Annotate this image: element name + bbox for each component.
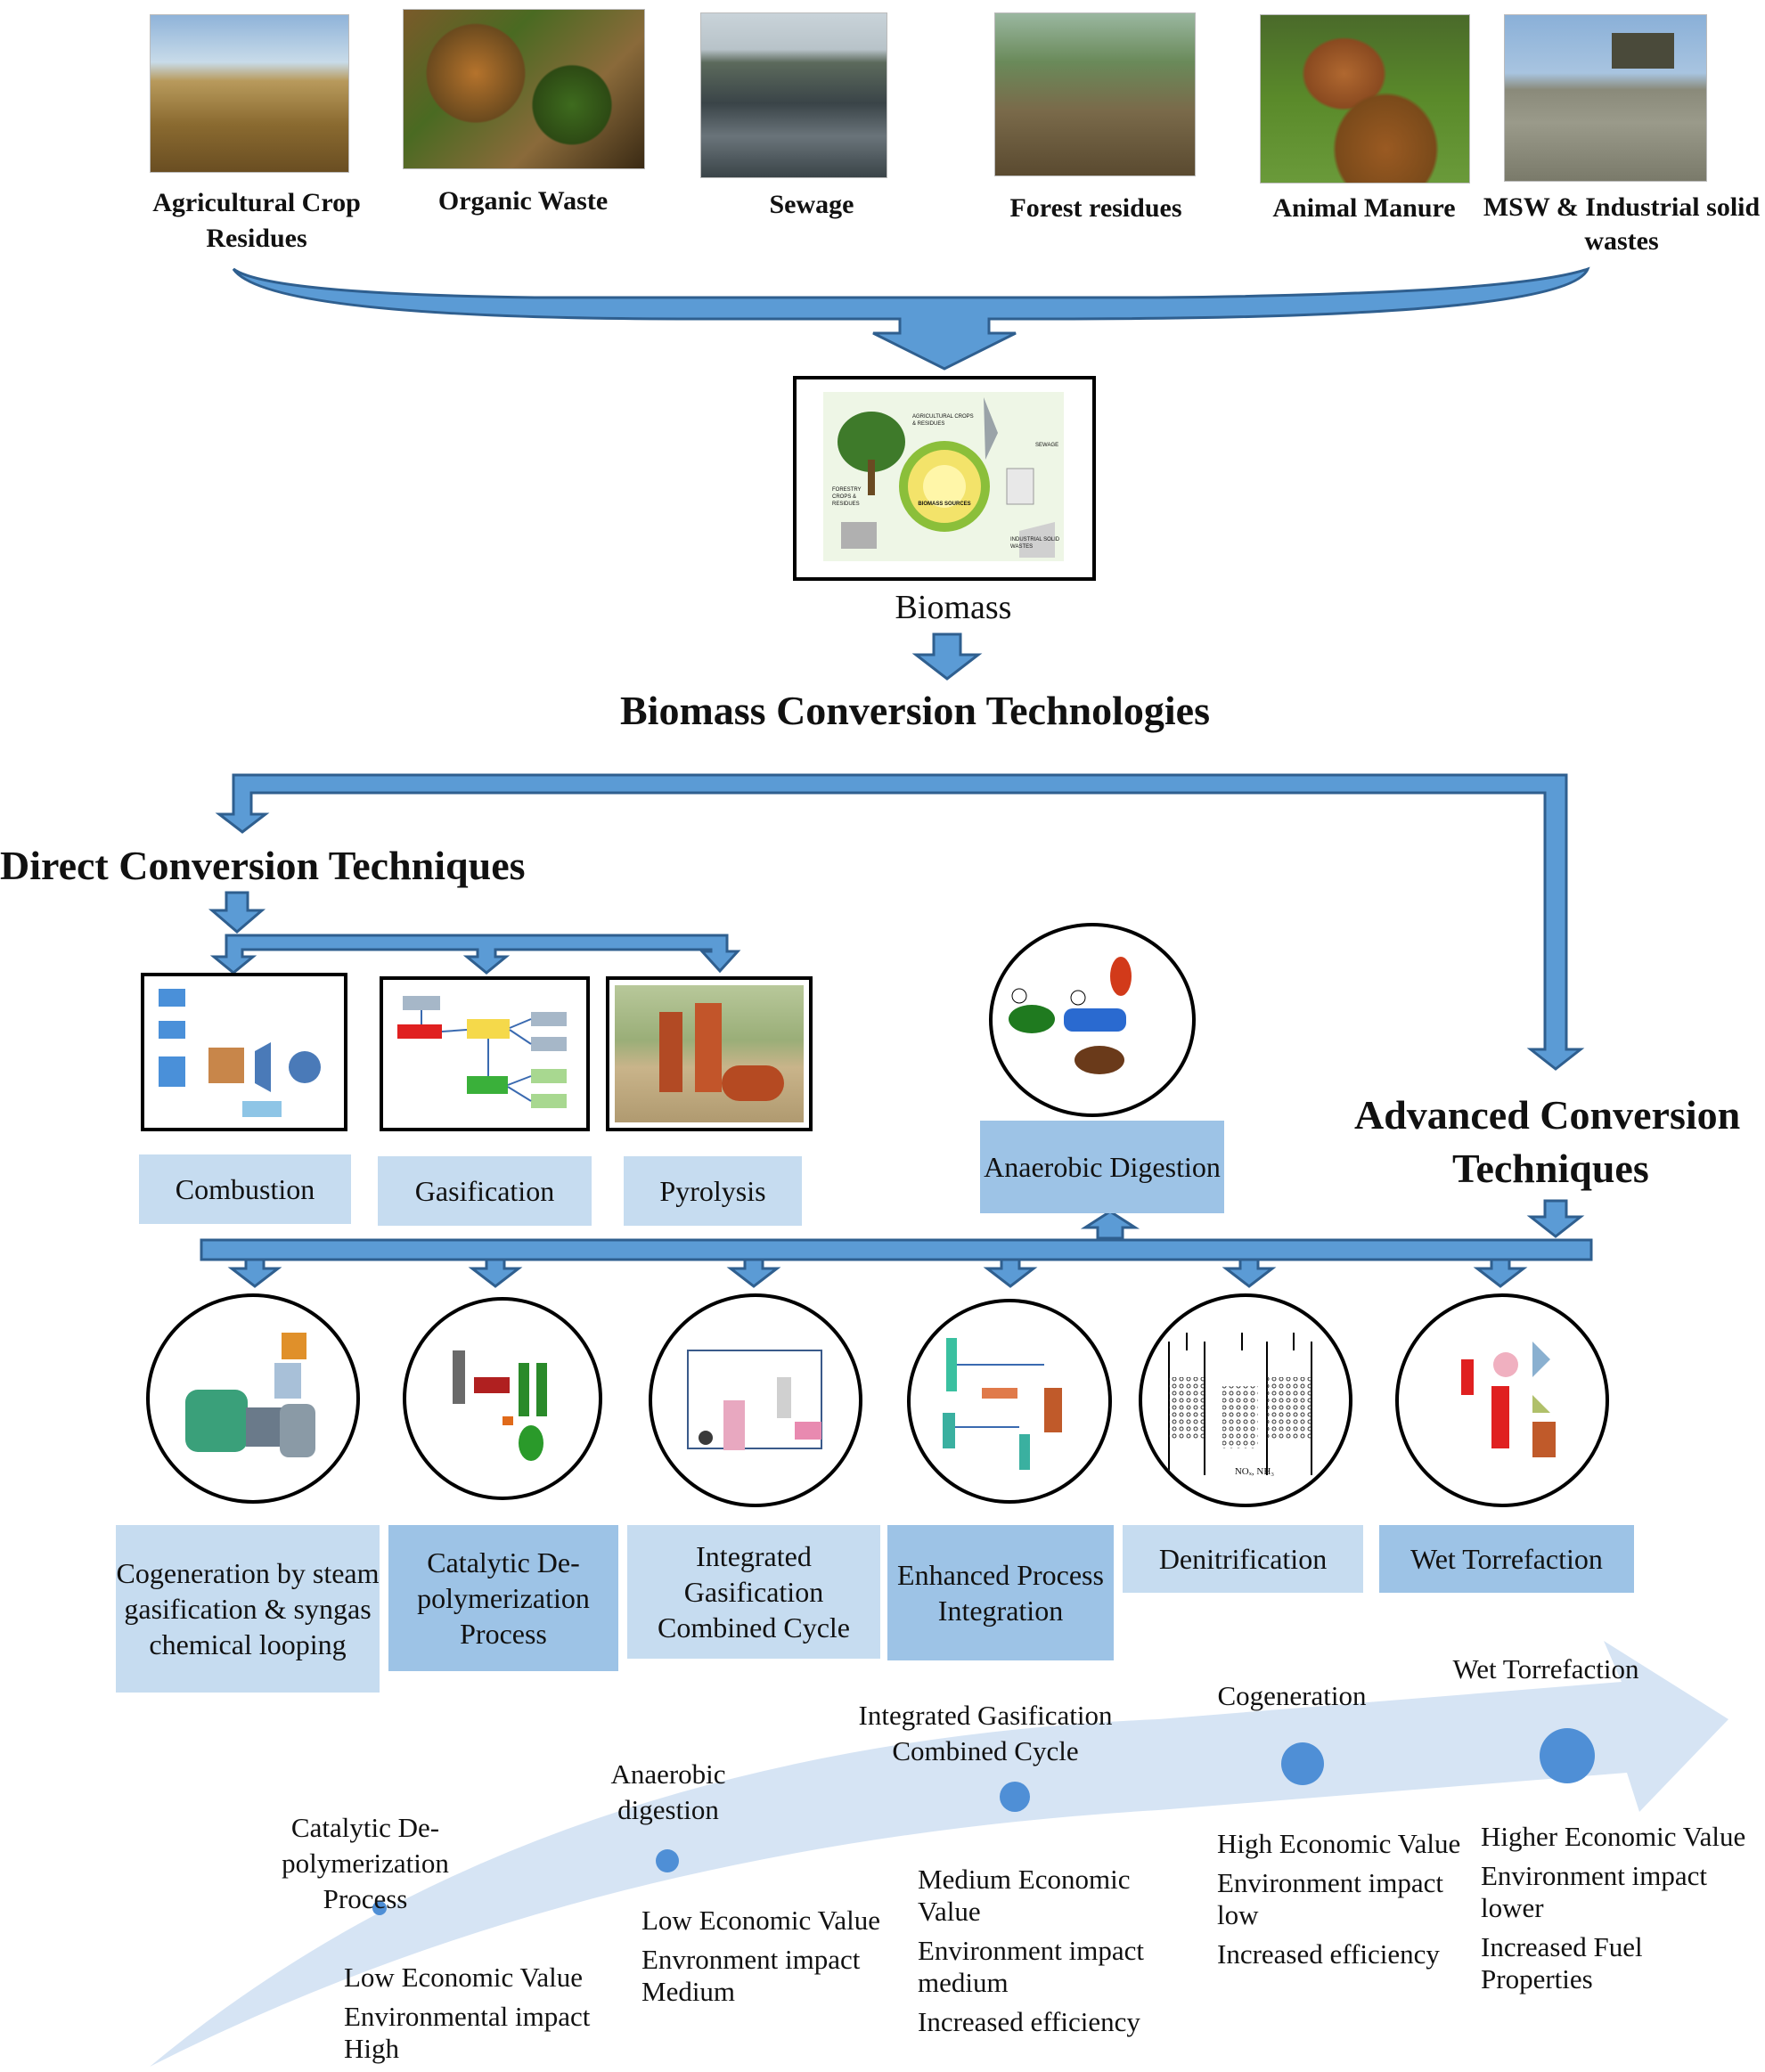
- enhanced-process-integration-label: Enhanced Process Integration: [887, 1525, 1114, 1660]
- anaerobic-up-arrow: [1080, 1210, 1140, 1240]
- inset-label-center: BIOMASS SOURCES: [918, 502, 971, 507]
- wet-torrefaction-diagram: [1461, 1342, 1556, 1457]
- advanced-down-arrow: [1526, 1199, 1585, 1238]
- timeline-desc-wet-torrefaction: Higher Economic Value Environment impact…: [1481, 1821, 1748, 2003]
- timeline-label-catalytic: Catalytic De-polymerization Process: [282, 1812, 449, 1914]
- inset-label-right: SEWAGE: [1035, 443, 1059, 448]
- catalytic-depolymerization-inset: [403, 1297, 602, 1500]
- timeline-desc-igcc-line: Medium Economic Value: [918, 1864, 1131, 1927]
- page-title: Biomass Conversion Technologies: [620, 688, 1210, 733]
- gasification-inset-frame: [380, 976, 590, 1131]
- timeline-label-anaerobic: Anaerobic digestion: [610, 1758, 726, 1825]
- timeline-desc-wet-torrefaction-line: Environment impact lower: [1481, 1860, 1707, 1923]
- timeline-dot-4: [1281, 1742, 1324, 1785]
- forest-residues-image: [994, 12, 1196, 176]
- timeline-band: [150, 1641, 1728, 2067]
- igcc-inset: [649, 1293, 862, 1507]
- timeline-desc-catalytic: Low Economic Value Environmental impact …: [344, 1962, 629, 2072]
- direct-distribution-bar: [209, 934, 741, 975]
- source-label-organic-waste: Organic Waste: [437, 186, 609, 216]
- catalytic-depolymerization-label: Catalytic De-polymerization Process: [388, 1525, 618, 1671]
- biomass-label: Biomass: [895, 589, 1012, 626]
- igcc-process-diagram: [687, 1350, 822, 1450]
- anaerobic-digestion-inset: [989, 923, 1196, 1117]
- timeline-desc-anaerobic-line: Low Economic Value: [641, 1905, 881, 1936]
- wet-torrefaction-label: Wet Torrefaction: [1379, 1525, 1634, 1593]
- source-label-msw: MSW & Industrial solid wastes: [1483, 192, 1761, 256]
- biomass-sources-diagram: [823, 392, 1064, 561]
- msw-landfill-image: [1504, 14, 1707, 182]
- timeline-desc-igcc-line: Environment impact medium: [918, 1935, 1144, 1998]
- biomass-inset-frame: BIOMASS SOURCES AGRICULTURAL CROPS & RES…: [793, 376, 1096, 581]
- timeline-desc-cogeneration-line: High Economic Value: [1217, 1828, 1461, 1859]
- advanced-heading-line2: Techniques: [1452, 1146, 1649, 1191]
- source-label-forest: Forest residues: [1009, 193, 1182, 223]
- timeline-desc-wet-torrefaction-line: Increased Fuel Properties: [1481, 1931, 1643, 1995]
- timeline-desc-catalytic-line: Environmental impact High: [344, 2001, 591, 2064]
- pyrolysis-inset-frame: [606, 976, 813, 1131]
- timeline-desc-catalytic-line: Low Economic Value: [344, 1962, 584, 1993]
- timeline-desc-anaerobic: Low Economic Value Envronment impact Med…: [641, 1905, 909, 2015]
- inset-label-left: FORESTRY CROPS & RESIDUES: [832, 487, 862, 507]
- inset-label-bottom-right: INDUSTRIAL SOLID WASTES: [1010, 537, 1060, 550]
- cogeneration-process-diagram: [185, 1333, 315, 1457]
- biomass-down-arrow: [911, 632, 983, 681]
- denitrification-inset-label: NOₓ, NH₃: [1234, 1466, 1275, 1477]
- enhanced-process-integration-diagram: [943, 1338, 1062, 1470]
- agricultural-residues-image: [150, 14, 349, 173]
- enhanced-process-integration-inset: [907, 1299, 1112, 1504]
- timeline-label-cogeneration: Cogeneration: [1217, 1680, 1367, 1711]
- bulldozer-shape: [1612, 33, 1674, 69]
- advanced-down-arrows: [227, 1258, 1528, 1288]
- combustion-flow-diagram: [159, 989, 321, 1117]
- gasification-label: Gasification: [378, 1156, 592, 1226]
- pyrolysis-label: Pyrolysis: [624, 1156, 802, 1226]
- gasification-flow-diagram: [397, 996, 567, 1108]
- combustion-inset-frame: [141, 973, 347, 1131]
- timeline-desc-igcc-line: Increased efficiency: [918, 2006, 1140, 2037]
- denitrification-inset: NOₓ, NH₃: [1139, 1293, 1352, 1507]
- timeline-dot-5: [1540, 1728, 1595, 1783]
- timeline-label-igcc: Integrated Gasification Combined Cycle: [858, 1700, 1113, 1766]
- advanced-heading-line1: Advanced Conversion: [1354, 1092, 1741, 1138]
- combustion-label: Combustion: [139, 1154, 351, 1224]
- source-label-sewage: Sewage: [769, 190, 854, 219]
- inset-label-top: AGRICULTURAL CROPS & RESIDUES: [912, 414, 974, 427]
- wet-torrefaction-inset: [1395, 1293, 1609, 1507]
- source-label-agricultural: Agricultural Crop Residues: [152, 188, 361, 253]
- cogeneration-label: Cogeneration by steam gasification & syn…: [116, 1525, 380, 1693]
- timeline-desc-cogeneration: High Economic Value Environment impact l…: [1217, 1828, 1475, 1978]
- anaerobic-digestion-diagram: [1009, 957, 1132, 1074]
- direct-down-arrow: [208, 891, 266, 934]
- catalytic-depolymerization-diagram: [453, 1350, 547, 1461]
- anaerobic-digestion-label: Anaerobic Digestion: [980, 1121, 1224, 1213]
- timeline-label-wet-torrefaction: Wet Torrefaction: [1452, 1653, 1639, 1685]
- organic-waste-image: [403, 9, 645, 169]
- direct-conversion-heading: Direct Conversion Techniques: [0, 843, 526, 888]
- timeline-desc-cogeneration-line: Increased efficiency: [1217, 1938, 1440, 1970]
- timeline-desc-anaerobic-line: Envronment impact Medium: [641, 1944, 861, 2007]
- source-label-animal-manure: Animal Manure: [1272, 193, 1456, 223]
- advanced-distribution-bar: [200, 1238, 1593, 1261]
- timeline-dot-1: [372, 1901, 387, 1915]
- timeline-dot-3: [1000, 1782, 1030, 1812]
- animal-manure-image: [1260, 14, 1470, 184]
- cogeneration-inset: [146, 1293, 360, 1504]
- timeline-desc-igcc: Medium Economic Value Environment impact…: [918, 1864, 1194, 2045]
- collector-arrow: [232, 266, 1590, 371]
- timeline-dot-2: [656, 1849, 679, 1872]
- timeline-desc-cogeneration-line: Environment impact low: [1217, 1867, 1443, 1930]
- sewage-image: [700, 12, 887, 178]
- denitrification-label: Denitrification: [1123, 1525, 1363, 1593]
- denitrification-diagram: [1168, 1333, 1312, 1475]
- splitter-bracket: [215, 773, 1585, 1071]
- pyrolysis-plant-image: [615, 985, 804, 1122]
- igcc-label: Integrated Gasification Combined Cycle: [627, 1525, 880, 1659]
- timeline-desc-wet-torrefaction-line: Higher Economic Value: [1481, 1821, 1746, 1852]
